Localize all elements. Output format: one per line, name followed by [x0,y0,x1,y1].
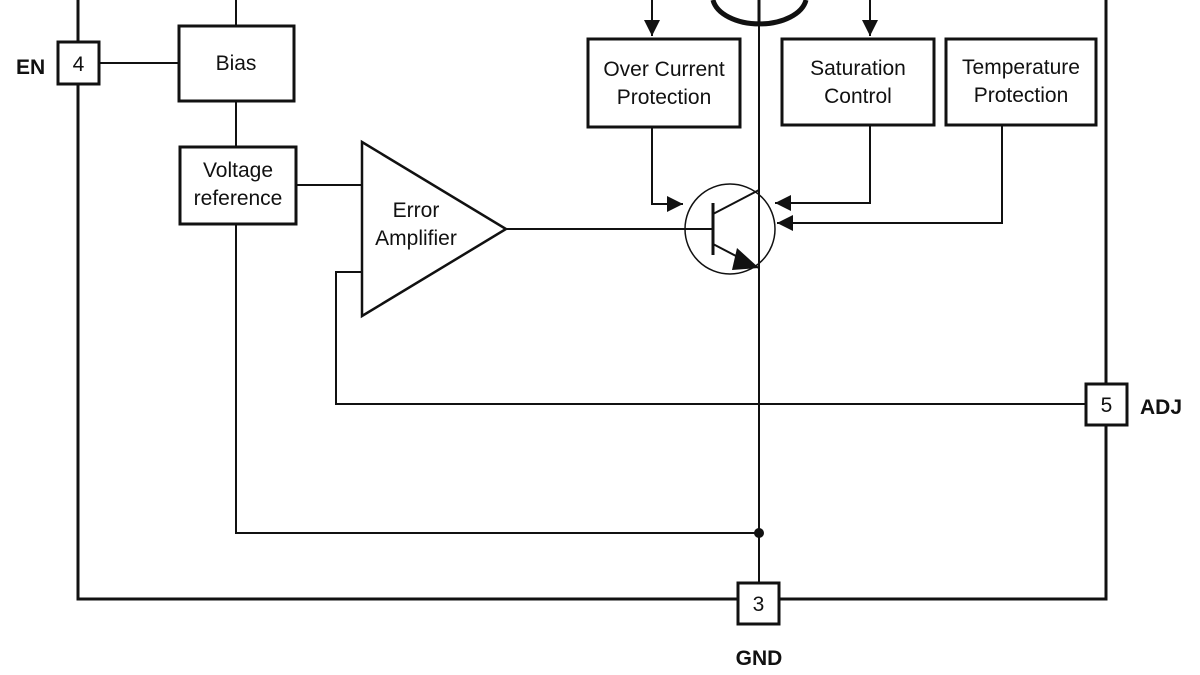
temperature-protection-label-1: Temperature [962,56,1080,79]
pin-adj: 5 ADJ [1084,382,1182,427]
saturation-control-label-2: Control [824,85,892,108]
pin-en-number: 4 [73,53,85,76]
gnd-junction-dot [754,528,764,538]
over-current-protection-block [586,37,742,129]
over-current-protection-label-1: Over Current [603,58,725,81]
top-sense-element [710,0,809,27]
saturation-control-block [780,37,936,127]
error-amplifier-label-1: Error [393,199,440,222]
voltage-reference-label-2: reference [194,187,283,210]
pin-gnd-box [736,581,781,626]
pin-en-box [56,40,101,86]
voltage-reference-label-1: Voltage [203,159,273,182]
error-amplifier-triangle [360,139,509,319]
temperature-protection-label-2: Protection [974,84,1069,107]
bias-label: Bias [216,52,257,75]
pin-en-label: EN [16,56,45,79]
pin-adj-number: 5 [1101,394,1113,417]
pin-adj-label: ADJ [1140,396,1182,419]
error-amplifier-label-2: Amplifier [375,227,457,250]
saturation-control-label-1: Saturation [810,57,906,80]
over-current-protection-label-2: Protection [617,86,712,109]
temperature-protection-block [944,37,1098,127]
pin-en: 4 EN [16,40,101,86]
pin-gnd-number: 3 [753,593,765,616]
pin-gnd: 3 GND [736,581,783,670]
ic-outline [76,0,1108,601]
wires [99,0,1086,583]
voltage-reference-block [178,145,298,226]
pass-transistor-symbol [684,183,776,275]
bias-block [177,24,296,103]
pin-gnd-label: GND [736,647,783,670]
pin-adj-box [1084,382,1129,427]
